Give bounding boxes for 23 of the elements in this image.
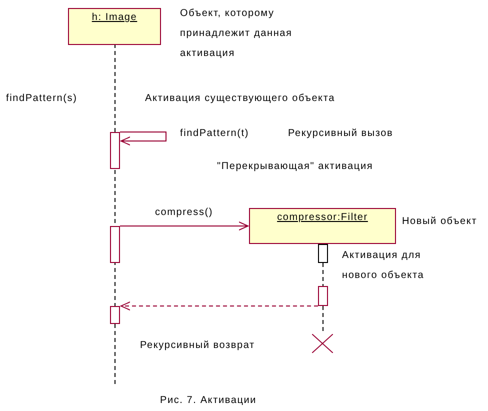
activation-bar <box>318 286 328 306</box>
activation-bar <box>110 132 120 169</box>
destroy-mark <box>312 334 333 353</box>
figure-caption: Рис. 7. Активации <box>160 394 257 408</box>
activation-bar <box>110 226 120 263</box>
message-label: findPattern(t) <box>180 127 250 141</box>
activation-bar <box>110 306 120 324</box>
annotation-text: Активация для нового объекта <box>342 249 426 283</box>
object-box: compressor:Filter <box>249 208 396 244</box>
annotation-text: Объект, которому принадлежит данная активация <box>180 7 294 61</box>
annotation-text: Новый объект <box>402 215 478 229</box>
annotation-text: "Перекрывающая" активация <box>217 160 374 174</box>
object-box: h: Image <box>68 8 161 45</box>
message-arrow <box>120 302 318 310</box>
annotation-text: Рекурсивный вызов <box>288 127 394 141</box>
activation-bar <box>318 244 328 263</box>
annotation-text: Активация существующего объекта <box>145 92 335 106</box>
annotation-text: findPattern(s) <box>6 92 78 106</box>
annotation-text: Рекурсивный возврат <box>140 339 255 353</box>
message-label: compress() <box>155 206 214 220</box>
lifeline <box>322 262 324 286</box>
message-arrow <box>120 132 166 146</box>
message-arrow <box>120 222 248 230</box>
